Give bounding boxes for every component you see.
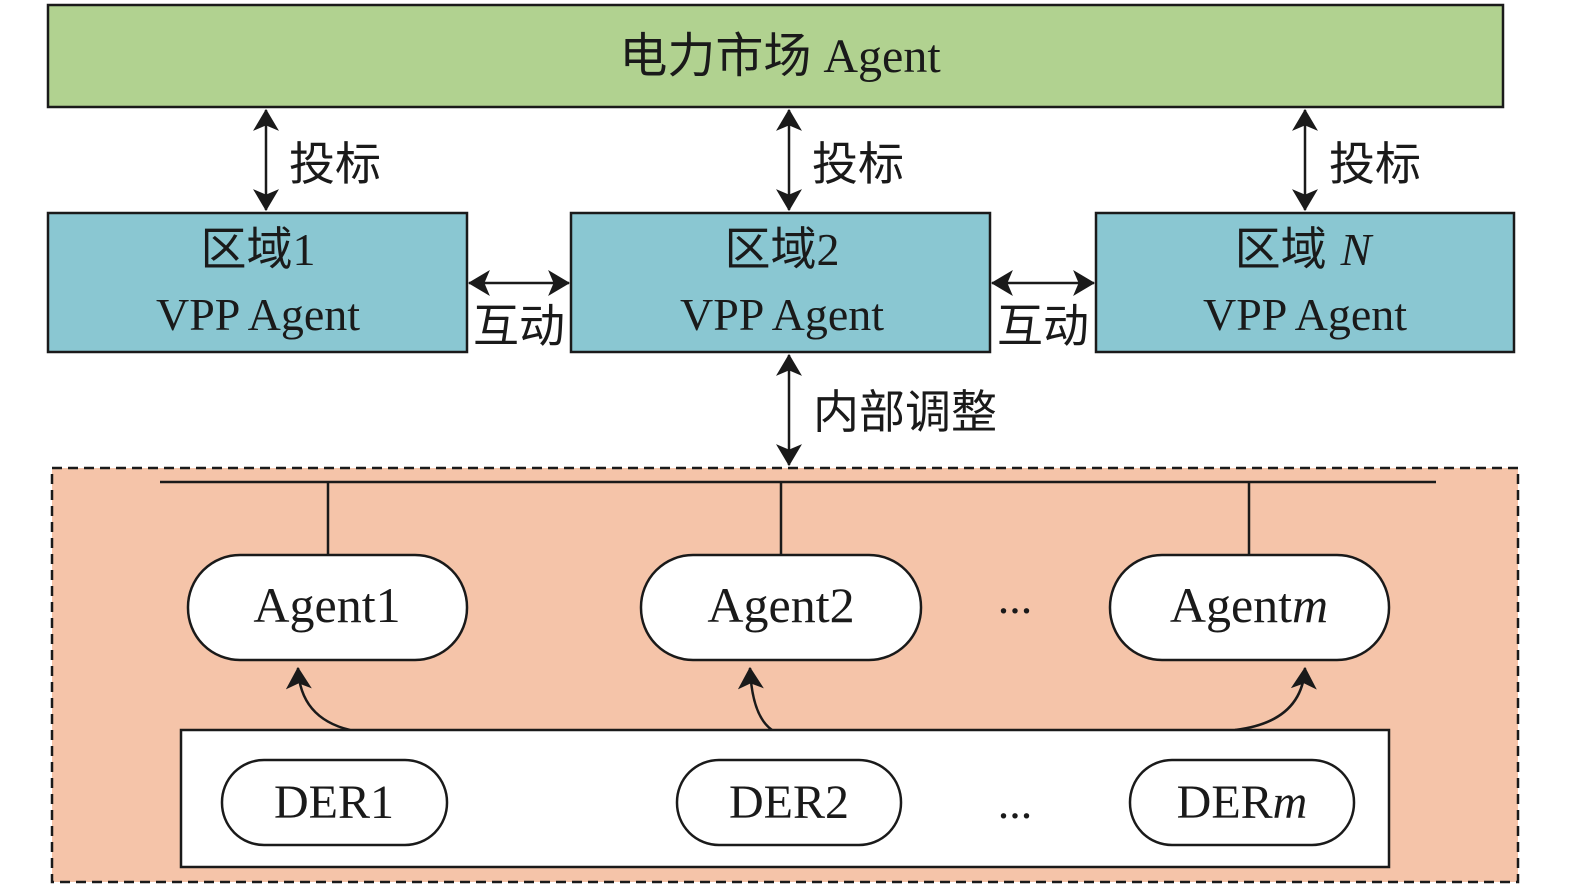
der-index: m	[1273, 776, 1308, 829]
interaction-label-1: 互动	[473, 301, 565, 352]
interaction-label-2: 互动	[997, 301, 1089, 352]
der-prefix: DER	[729, 776, 825, 829]
internal-adjust-label: 内部调整	[813, 387, 997, 438]
agent-pill	[1108, 553, 1391, 662]
bid-label-2: 投标	[812, 139, 904, 190]
agent-index: 2	[830, 577, 855, 633]
der-m: DERm	[1128, 758, 1356, 847]
region-agent-label: VPP Agent	[1203, 289, 1407, 340]
der-2: DER2	[675, 758, 903, 847]
region-1: 区域1 VPP Agent	[46, 211, 469, 354]
region-agent-label: VPP Agent	[156, 289, 360, 340]
bid-label-3: 投标	[1329, 139, 1421, 190]
region-agent-label: VPP Agent	[680, 289, 884, 340]
bid-label-1: 投标	[289, 139, 381, 190]
agent-index: 1	[376, 577, 401, 633]
der-pill	[1128, 758, 1356, 847]
region-prefix: 区域	[725, 224, 817, 275]
der-1: DER1	[220, 758, 449, 847]
der-prefix: DER	[274, 776, 370, 829]
region-box	[569, 211, 992, 354]
region-name: 区域1	[201, 224, 316, 275]
der-to-agent-arrow-1	[285, 666, 351, 732]
region-index: 1	[293, 224, 316, 275]
der-pill	[220, 758, 449, 847]
agent-label: Agent1	[253, 577, 400, 633]
der-label: DER1	[274, 776, 394, 829]
region-2: 区域2 VPP Agent	[569, 211, 992, 354]
agent-prefix: Agent	[253, 577, 375, 633]
agent-index: m	[1292, 577, 1328, 633]
der-ellipsis: ...	[998, 777, 1033, 828]
region-index: 2	[817, 224, 840, 275]
der-index: 2	[825, 776, 849, 829]
region-name: 区域2	[725, 224, 840, 275]
der-index: 1	[370, 776, 394, 829]
agent-label: Agent2	[707, 577, 854, 633]
agent-pill	[186, 553, 469, 662]
region-box	[46, 211, 469, 354]
market-agent-box	[46, 3, 1505, 109]
market-agent-label: 电力市场 Agent	[619, 30, 941, 83]
der-to-agent-arrow-3	[1234, 666, 1317, 732]
region-index: N	[1340, 224, 1374, 275]
region-box	[1094, 211, 1516, 354]
region-n: 区域 N VPP Agent	[1094, 211, 1516, 354]
region-name: 区域 N	[1235, 224, 1374, 275]
agent-ellipsis: ...	[998, 572, 1033, 623]
der-prefix: DER	[1177, 776, 1273, 829]
der-pill	[675, 758, 903, 847]
agent-label: Agentm	[1170, 577, 1328, 633]
region-prefix: 区域	[201, 224, 293, 275]
der-label: DER2	[729, 776, 849, 829]
region-prefix: 区域	[1235, 224, 1327, 275]
agent-prefix: Agent	[1170, 577, 1292, 633]
der-to-agent-arrow-2	[737, 666, 773, 732]
agent-1: Agent1	[186, 553, 469, 662]
agent-m: Agentm	[1108, 553, 1391, 662]
agent-pill	[639, 553, 923, 662]
agent-prefix: Agent	[707, 577, 829, 633]
der-label: DERm	[1177, 776, 1308, 829]
agent-2: Agent2	[639, 553, 923, 662]
